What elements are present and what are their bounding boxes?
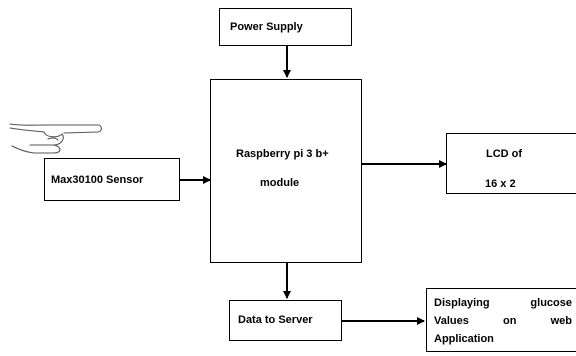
raspberry-pi-label-line1: Raspberry pi 3 b+: [236, 148, 329, 160]
display-word: Displaying: [434, 297, 490, 309]
pointing-hand-icon: [9, 123, 102, 154]
display-word: web: [550, 315, 572, 327]
raspberry-pi-block: [210, 79, 362, 263]
server-label: Data to Server: [238, 314, 313, 326]
display-label-line3: Application: [434, 333, 494, 345]
server-block: [229, 300, 342, 341]
raspberry-pi-label-line2: module: [260, 177, 300, 189]
display-block: [426, 288, 576, 352]
lcd-block: [446, 133, 576, 194]
lcd-label-line2: 16 x 2: [485, 178, 516, 190]
display-word: on: [503, 315, 517, 327]
sensor-label: Max30100 Sensor: [51, 174, 144, 186]
power-supply-block: [219, 8, 352, 46]
power-supply-label: Power Supply: [230, 21, 303, 33]
display-word: Values: [434, 315, 469, 327]
display-label-line2: Values on web: [434, 315, 572, 328]
display-label-line1: Displaying glucose: [434, 297, 572, 310]
display-word: glucose: [530, 297, 572, 309]
sensor-block: [44, 158, 180, 201]
lcd-label-line1: LCD of: [486, 148, 523, 160]
